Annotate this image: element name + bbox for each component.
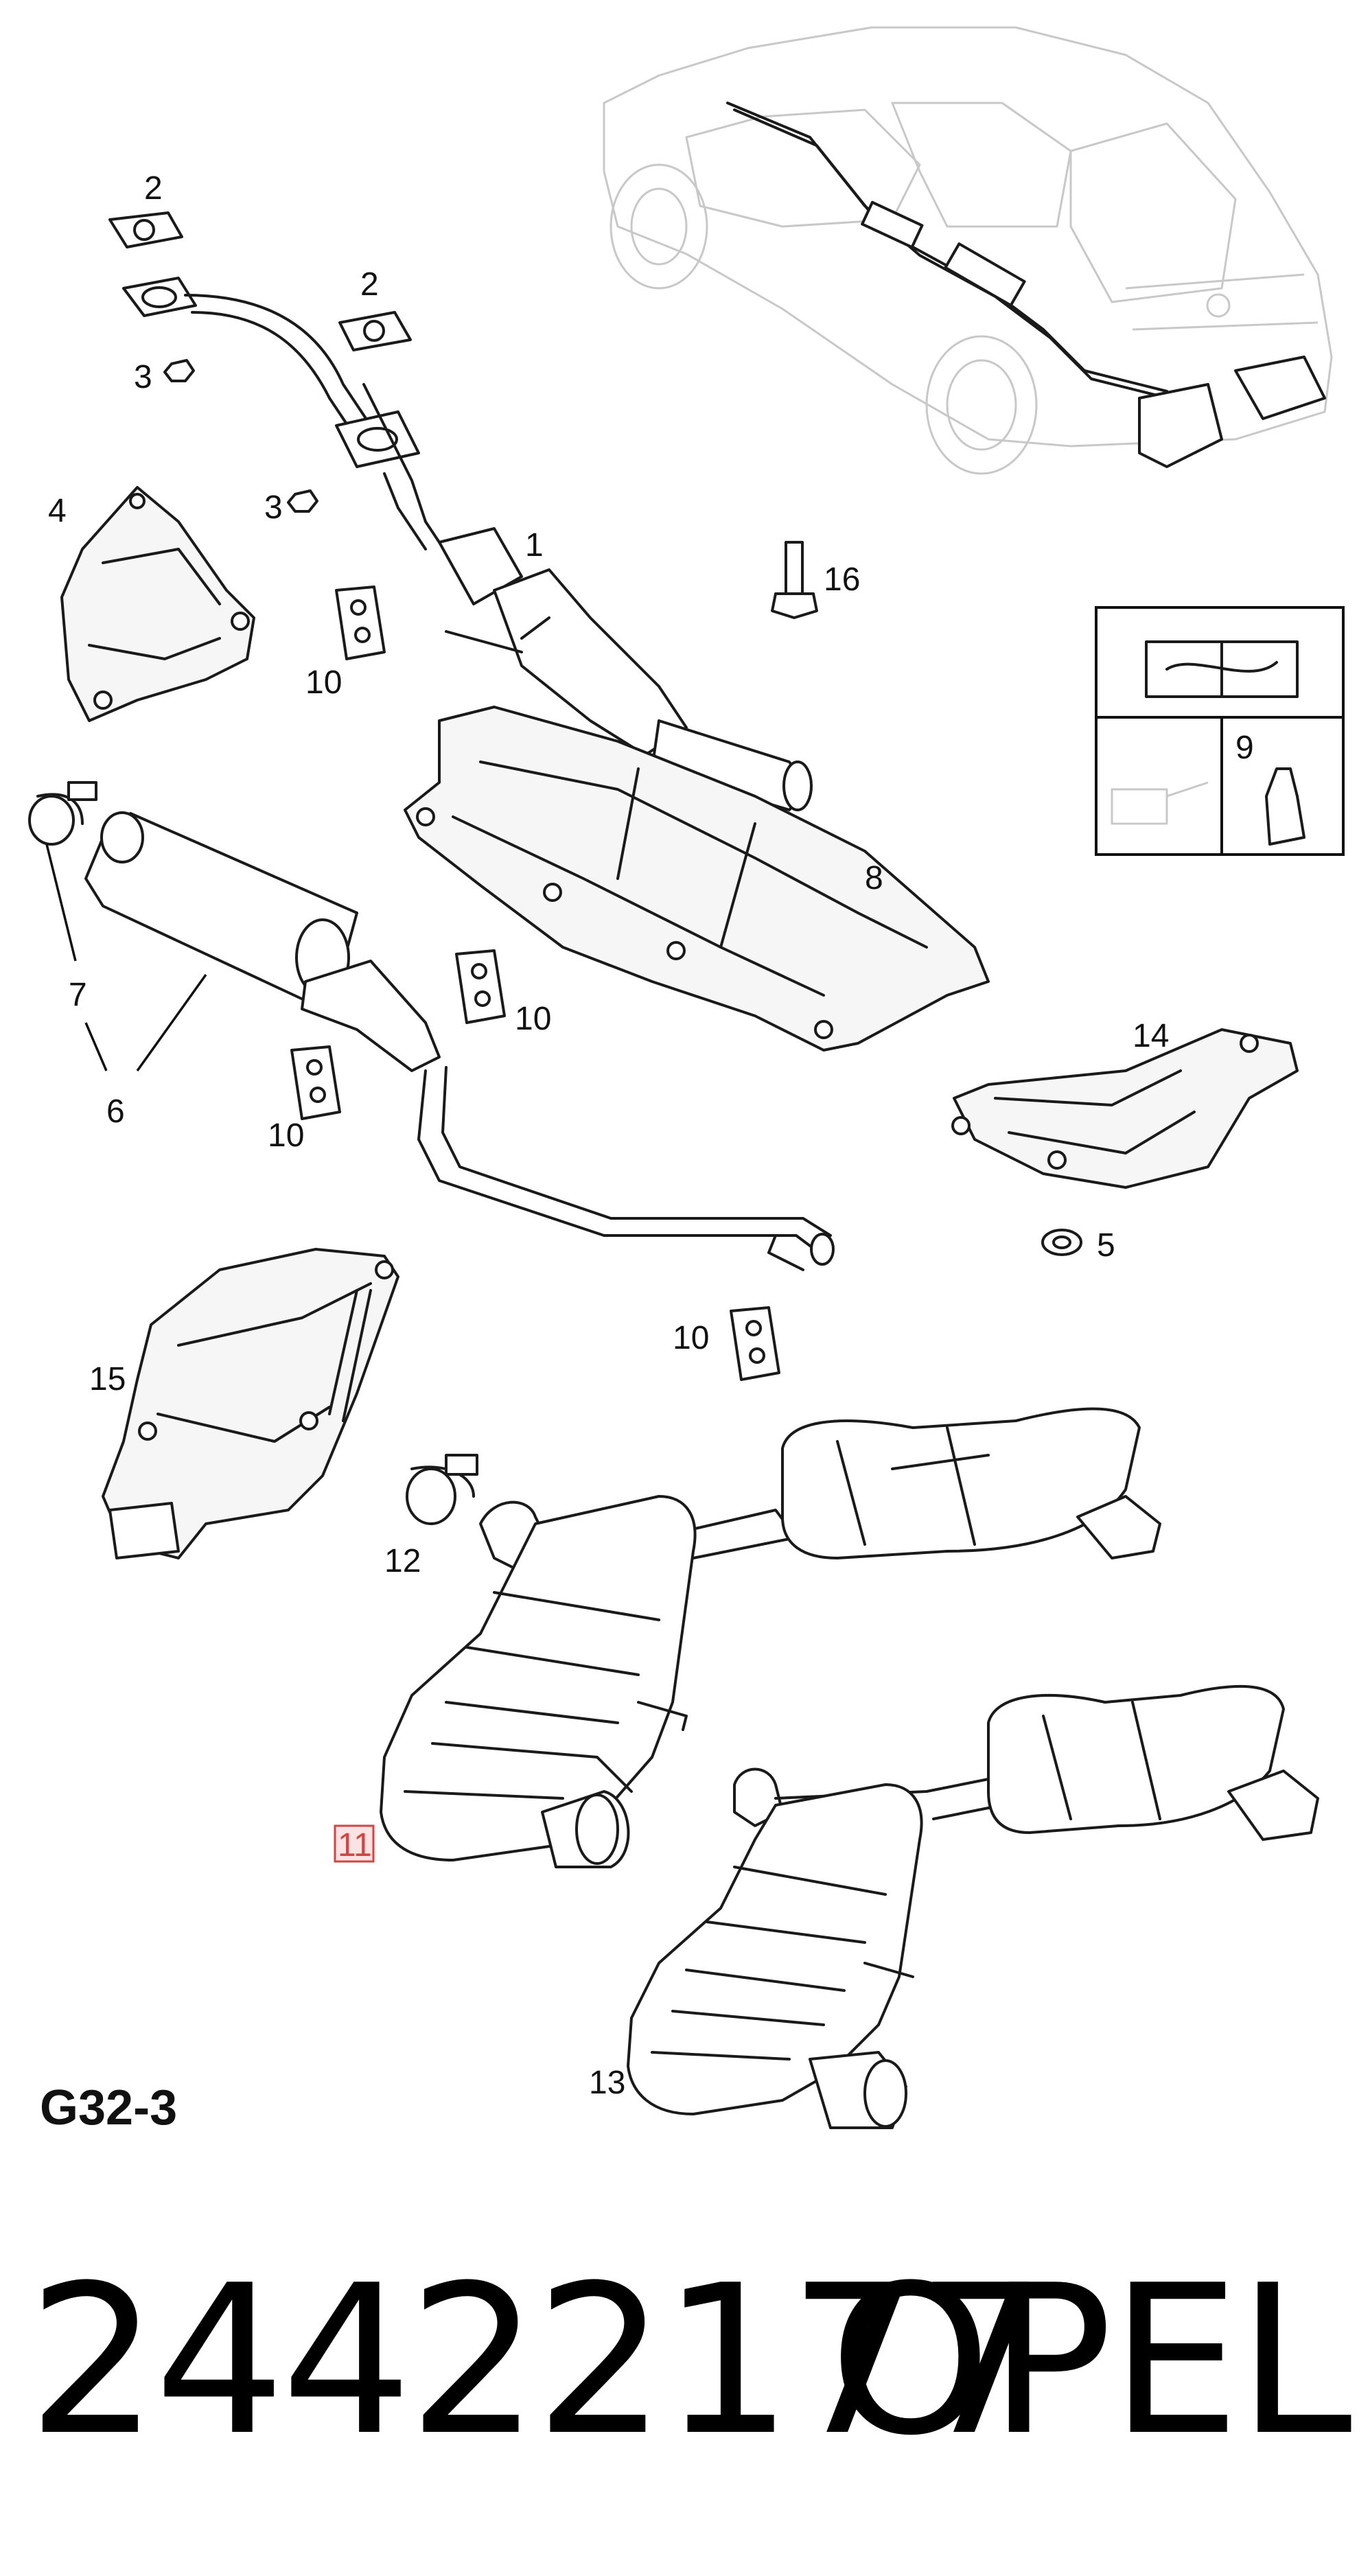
callout-2: 2 — [360, 266, 379, 303]
nut-part-3 — [163, 359, 318, 513]
rubber-mount-part-10-b — [455, 949, 506, 1024]
callout-3: 3 — [134, 359, 152, 395]
callout-15: 15 — [89, 1361, 126, 1397]
nut-part-5 — [1041, 1229, 1082, 1256]
heat-shield-part-15 — [102, 1248, 399, 1559]
heat-shield-part-4 — [60, 486, 255, 722]
callout-11: 11 — [338, 1827, 372, 1864]
front-pipe-catalytic-converter-part-1 — [122, 277, 813, 811]
rear-muffler-part-11 — [380, 1407, 1161, 1868]
reference-box — [1095, 606, 1345, 856]
callout-1: 1 — [525, 527, 544, 564]
gasket-part-2 — [108, 211, 412, 351]
heat-shield-part-14 — [951, 1028, 1299, 1189]
callout-11-highlight-box — [334, 1824, 375, 1863]
callout-10: 10 — [305, 664, 342, 701]
bolt-part-16 — [771, 541, 818, 619]
clamp-part-12 — [406, 1454, 478, 1525]
middle-muffler-pipe-part-6 — [84, 811, 835, 1271]
part-number: 24422177 — [27, 2241, 1047, 2481]
callout-9: 9 — [1235, 730, 1254, 766]
rubber-mount-part-10-d — [730, 1306, 780, 1381]
rubber-mount-part-10-a — [335, 585, 386, 660]
callout-10: 10 — [515, 1001, 551, 1037]
callout-13: 13 — [589, 2065, 625, 2101]
heat-shield-part-8 — [404, 706, 990, 1052]
callout-numbers: 2 2 3 3 4 1 16 10 9 8 7 6 10 10 14 5 10 … — [48, 170, 1254, 2101]
callout-16: 16 — [824, 561, 860, 598]
callout-4: 4 — [48, 493, 67, 529]
diagram-page-code: G32-3 — [40, 2080, 178, 2135]
callout-10: 10 — [673, 1320, 709, 1356]
callout-7: 7 — [69, 977, 87, 1013]
leader-lines — [45, 844, 207, 1072]
callout-6: 6 — [106, 1093, 125, 1130]
callout-12: 12 — [384, 1543, 421, 1579]
sealant-tube-icon — [1265, 767, 1305, 846]
callout-3: 3 — [264, 489, 283, 526]
rubber-mount-part-10-c — [290, 1045, 341, 1120]
brand-name: OPEL — [829, 2241, 1352, 2481]
callout-10: 10 — [268, 1117, 304, 1154]
clamp-part-7 — [28, 781, 97, 846]
rear-muffler-part-13 — [627, 1684, 1319, 2129]
callout-14: 14 — [1133, 1018, 1169, 1054]
callout-8: 8 — [865, 860, 883, 896]
callout-5: 5 — [1097, 1227, 1115, 1264]
callout-2: 2 — [144, 170, 163, 207]
car-outline — [603, 26, 1333, 475]
